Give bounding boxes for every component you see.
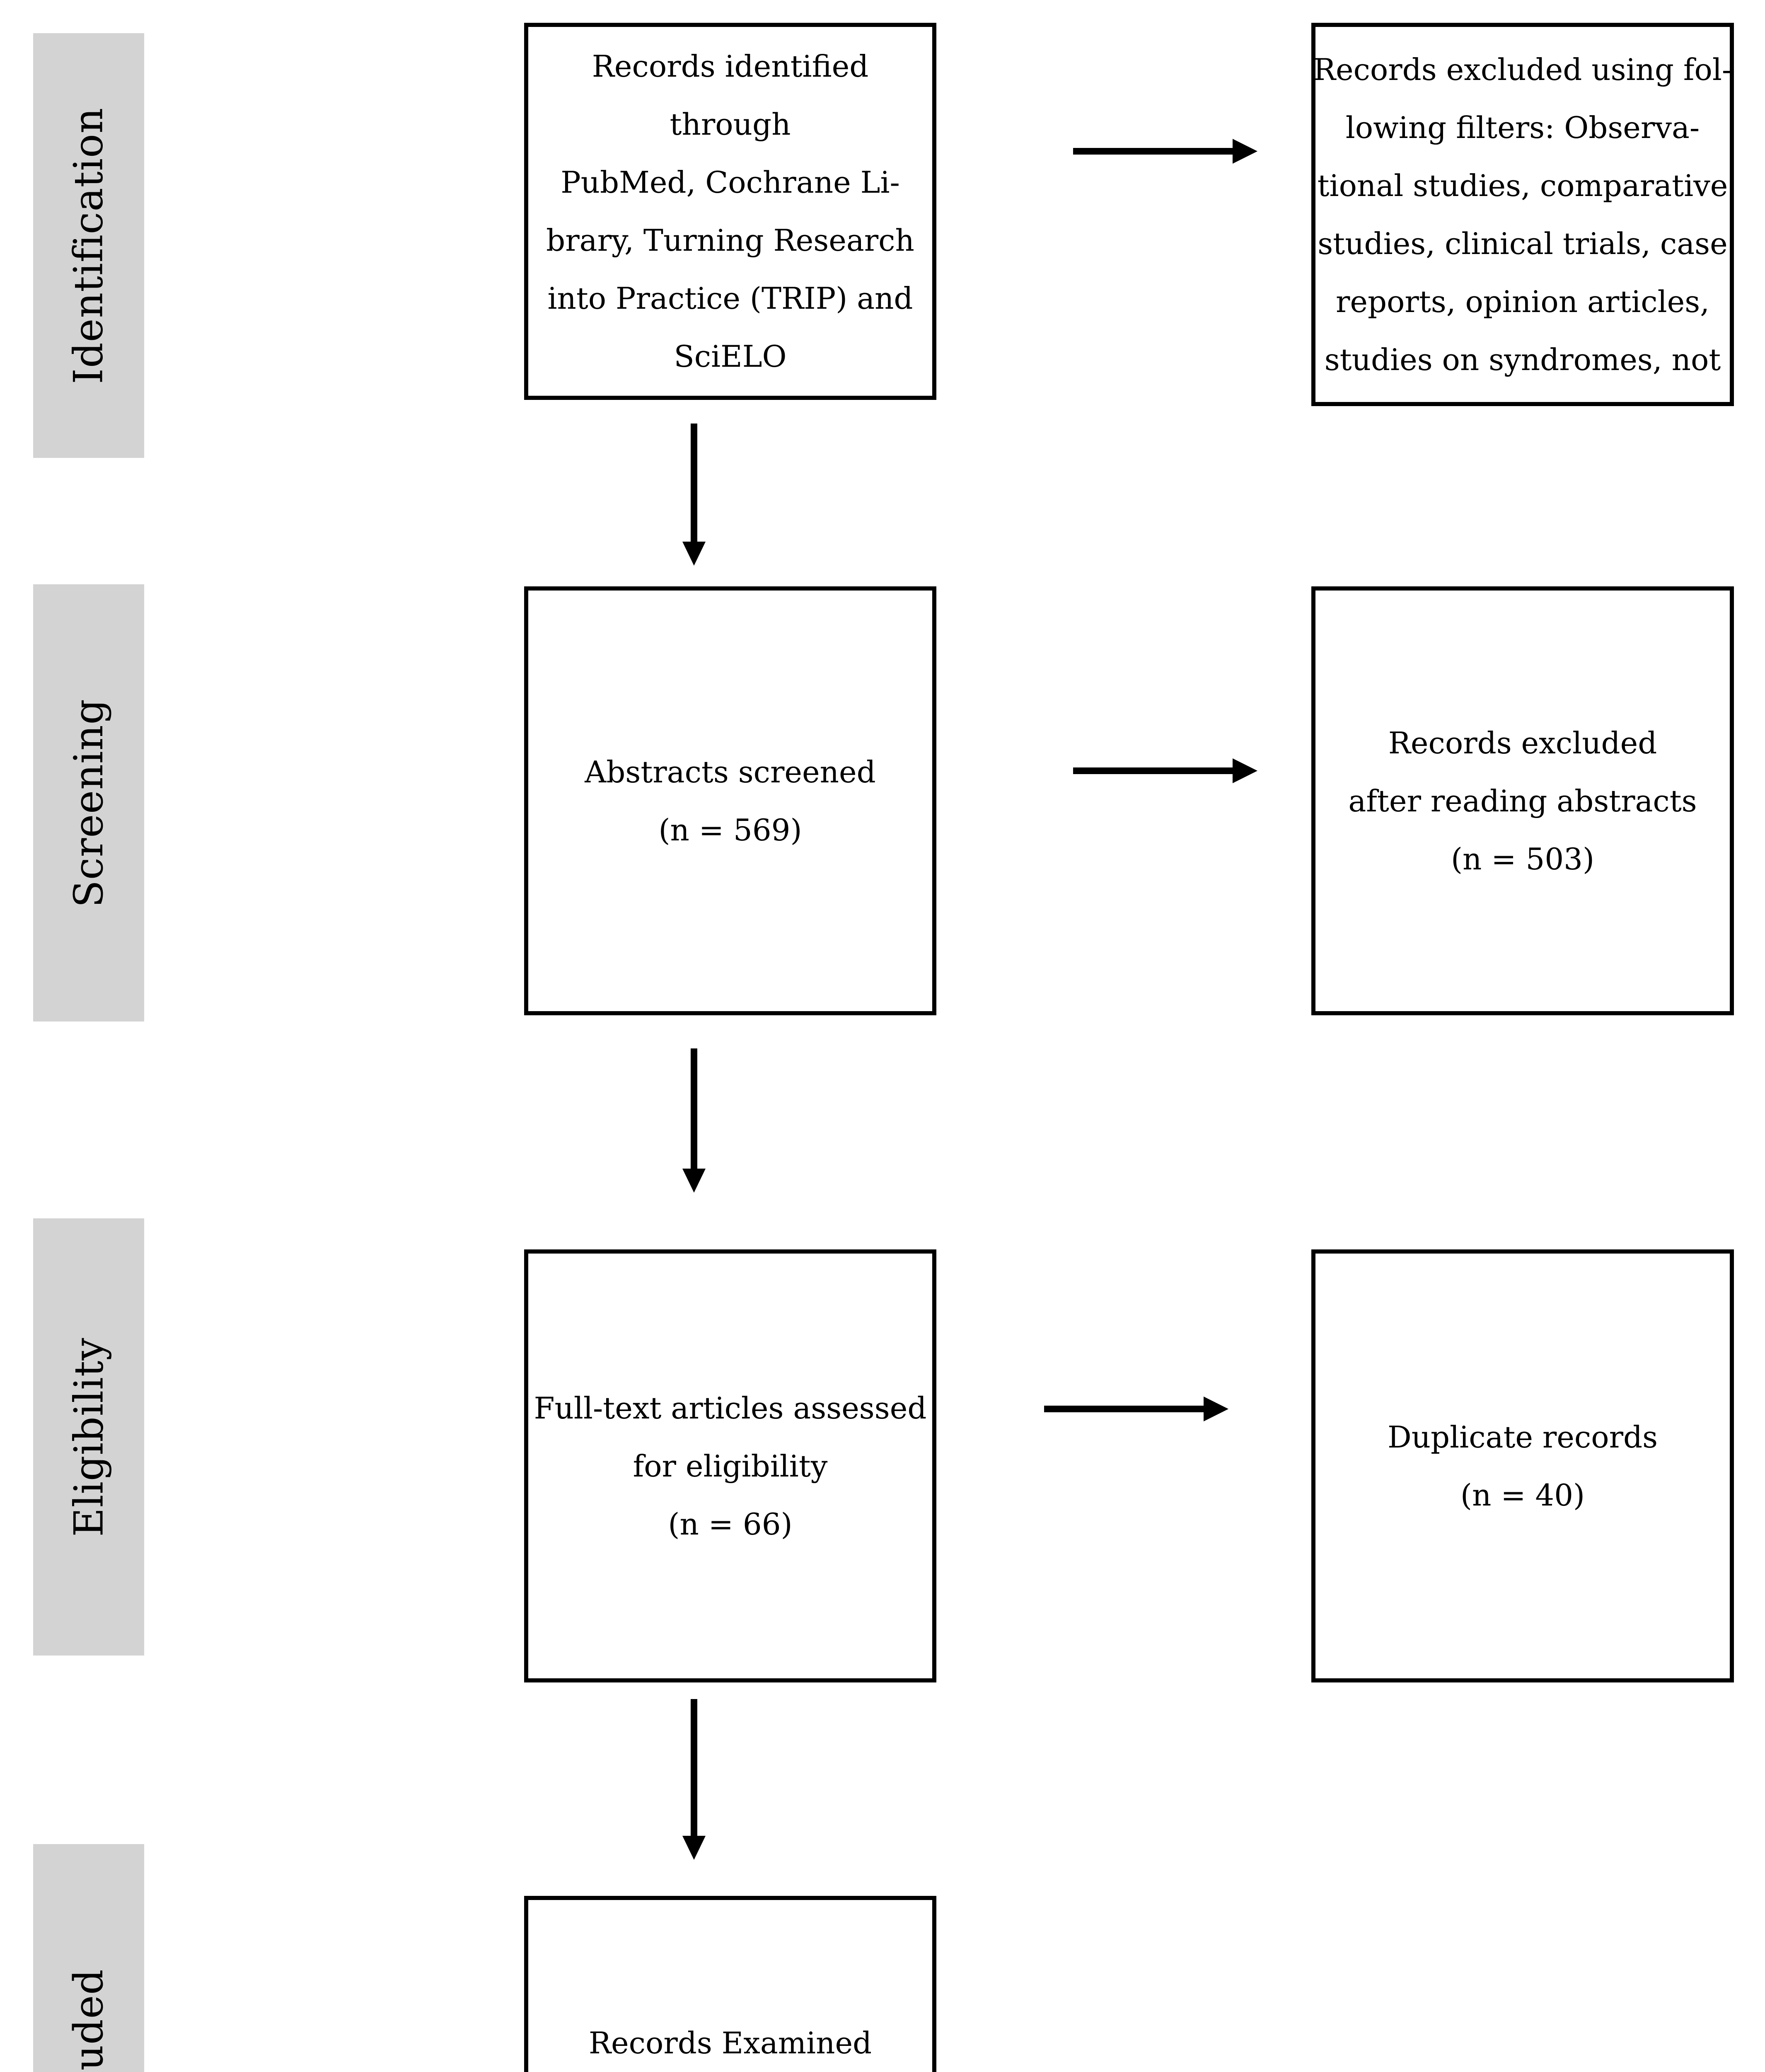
- text-line: Records excluded using fol-: [1313, 52, 1732, 87]
- arrow-shaft: [1073, 767, 1233, 774]
- arrow-head-down-icon: [682, 1169, 706, 1193]
- arrow-head-right-icon: [1204, 1397, 1228, 1421]
- stage-screening: Screening: [33, 584, 144, 1021]
- text-line: Records Examined: [588, 2026, 872, 2060]
- box-abstracts-screened: Abstracts screened (n = 569): [524, 586, 936, 1015]
- box-records-excluded-filters: Records excluded using fol- lowing filte…: [1311, 23, 1734, 406]
- arrow-head-right-icon: [1233, 139, 1257, 164]
- text-line: Full-text articles assessed: [534, 1390, 927, 1426]
- box-records-excluded-abstracts: Records excluded after reading abstracts…: [1311, 586, 1734, 1015]
- stage-identification-label: Identification: [65, 107, 112, 384]
- text-line: for eligibility: [633, 1448, 828, 1484]
- text-line: studies, clinical trials, case: [1318, 226, 1728, 261]
- arrow-shaft: [1073, 148, 1233, 155]
- text-line: (n = 503): [1451, 841, 1595, 876]
- stage-included-label: Included: [65, 1968, 112, 2072]
- text-line: (n = 40): [1460, 1477, 1585, 1513]
- text-line: studies on syndromes, not: [1324, 342, 1721, 377]
- text-line: (n = 66): [668, 1506, 793, 1542]
- text-line: PubMed, Cochrane Li-: [561, 165, 900, 200]
- text-line: tional studies, comparative: [1317, 168, 1728, 203]
- stage-eligibility-label: Eligibility: [65, 1337, 112, 1537]
- text-line: Duplicate records: [1387, 1419, 1658, 1455]
- arrow-shaft: [691, 1048, 697, 1169]
- text-line: into Practice (TRIP) and: [547, 281, 913, 316]
- text-line: Abstracts screened: [585, 754, 876, 789]
- stage-identification: Identification: [33, 33, 144, 458]
- arrow-head-down-icon: [682, 542, 706, 566]
- text-line: through: [670, 107, 791, 142]
- text-line: (n = 569): [658, 812, 802, 847]
- arrow-shaft: [691, 424, 697, 542]
- arrow-shaft: [691, 1699, 697, 1836]
- text-line: reports, opinion articles,: [1335, 284, 1710, 319]
- box-fulltext-assessed: Full-text articles assessed for eligibil…: [524, 1249, 936, 1682]
- text-line: lowing filters: Observa-: [1345, 110, 1700, 145]
- text-line: Records identified: [592, 49, 869, 84]
- stage-included: Included: [33, 1844, 144, 2072]
- text-line: after reading abstracts: [1348, 783, 1697, 818]
- arrow-head-right-icon: [1233, 758, 1257, 783]
- arrow-shaft: [1044, 1406, 1204, 1412]
- text-line: Records excluded: [1388, 725, 1657, 760]
- box-duplicate-records: Duplicate records (n = 40): [1311, 1249, 1734, 1682]
- stage-screening-label: Screening: [65, 698, 112, 908]
- text-line: brary, Turning Research: [546, 223, 914, 258]
- stage-eligibility: Eligibility: [33, 1218, 144, 1656]
- arrow-head-down-icon: [682, 1836, 706, 1860]
- box-records-identified: Records identified through PubMed, Cochr…: [524, 23, 936, 400]
- text-line: SciELO: [674, 339, 787, 374]
- box-records-examined: Records Examined (n =26): [524, 1896, 936, 2072]
